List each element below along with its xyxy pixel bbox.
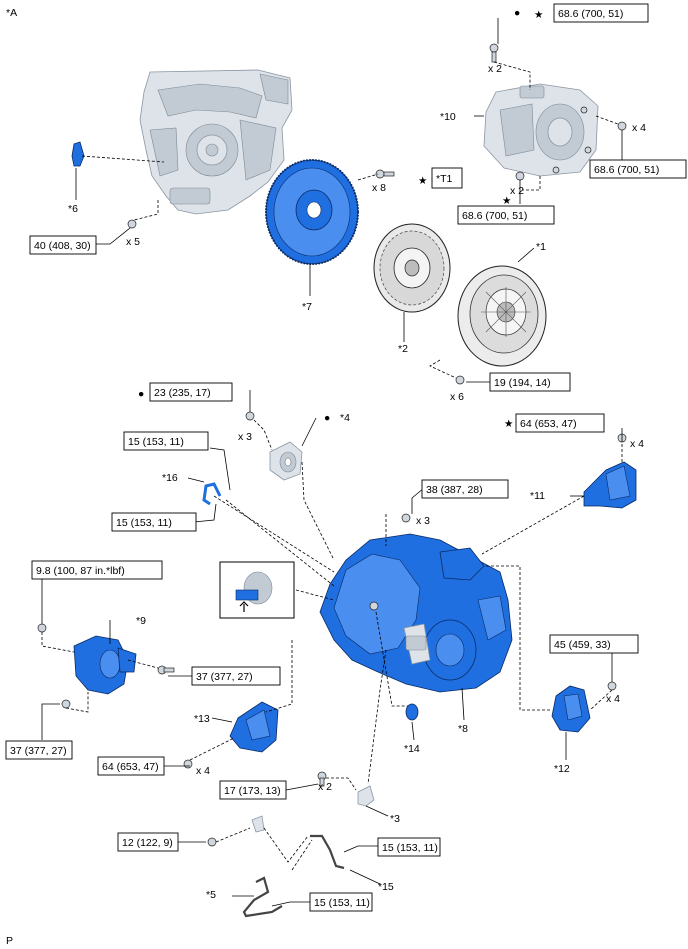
tool-box-label: *T1 xyxy=(436,173,453,185)
torque-label: 15 (153, 11) xyxy=(128,436,184,448)
footer-code: P xyxy=(6,935,13,947)
torque-label: 19 (194, 14) xyxy=(494,377,551,389)
quantity-label: x 4 xyxy=(632,122,646,134)
part-11-bracket xyxy=(583,461,637,509)
callout-label: *4 xyxy=(340,412,350,424)
torque-label: 45 (459, 33) xyxy=(554,639,611,651)
star-symbol: ★ xyxy=(502,195,511,207)
torque-label: 68.6 (700, 51) xyxy=(594,164,659,176)
dot-symbol: ● xyxy=(514,7,520,19)
callout-label: *15 xyxy=(378,881,394,893)
quantity-label: x 4 xyxy=(196,765,210,777)
torque-label: 9.8 (100, 87 in.*lbf) xyxy=(36,565,125,577)
callout-label: *9 xyxy=(136,615,146,627)
torque-label: 64 (653, 47) xyxy=(520,418,577,430)
figure-ref: *A xyxy=(6,7,17,19)
part-6-dowel xyxy=(71,141,85,167)
part-9-cylinder xyxy=(73,635,137,695)
quantity-label: x 4 xyxy=(606,693,620,705)
part-8-transaxle xyxy=(319,533,513,693)
quantity-label: x 6 xyxy=(450,391,464,403)
callout-label: *1 xyxy=(536,241,546,253)
callout-label: *11 xyxy=(530,490,545,502)
callout-label: *12 xyxy=(554,763,570,775)
callout-label: *7 xyxy=(302,301,312,313)
clip xyxy=(251,815,265,833)
torque-label: 37 (377, 27) xyxy=(10,745,67,757)
part-15-pipe xyxy=(310,834,345,870)
torque-label: 37 (377, 27) xyxy=(196,671,253,683)
quantity-label: x 2 xyxy=(488,63,502,75)
torque-label: 17 (173, 13) xyxy=(224,785,281,797)
star-symbol: ★ xyxy=(534,9,543,21)
star-symbol: ★ xyxy=(504,418,513,430)
quantity-label: x 4 xyxy=(630,438,644,450)
callout-labels: *1 *2 *3 *4 *5 *6 *7 *8 *9 *10 *11 *12 *… xyxy=(68,111,570,901)
callout-label: *6 xyxy=(68,203,78,215)
part-12-bracket xyxy=(551,685,591,733)
torque-label: 40 (408, 30) xyxy=(34,240,91,252)
callout-label: *5 xyxy=(206,889,216,901)
symbols: ● ★ ★ ★ ● ● ★ xyxy=(138,7,543,430)
part-5-pipe xyxy=(242,876,283,918)
part-3-bracket xyxy=(357,785,375,807)
torque-label: 15 (153, 11) xyxy=(116,517,172,529)
dot-symbol: ● xyxy=(324,412,330,424)
part-7-flywheel xyxy=(265,159,359,265)
torque-label: 23 (235, 17) xyxy=(154,387,211,399)
callout-label: *14 xyxy=(404,743,420,755)
part-4-bearing xyxy=(269,441,303,481)
torque-label: 68.6 (700, 51) xyxy=(558,8,623,20)
torque-labels: 68.6 (700, 51) 68.6 (700, 51) 68.6 (700,… xyxy=(5,3,687,912)
quantity-label: x 5 xyxy=(126,236,140,248)
callout-label: *13 xyxy=(194,713,210,725)
part-16-tube xyxy=(202,482,222,506)
callout-label: *10 xyxy=(440,111,456,123)
torque-label: 68.6 (700, 51) xyxy=(462,210,527,222)
torque-label: 15 (153, 11) xyxy=(314,897,370,909)
leader-lines xyxy=(41,18,623,907)
torque-label: 64 (653, 47) xyxy=(102,761,159,773)
tool-box xyxy=(431,167,463,189)
callout-label: *8 xyxy=(458,723,468,735)
part-2-clutch-disc xyxy=(373,223,451,313)
dot-symbol: ● xyxy=(138,388,144,400)
callout-label: *2 xyxy=(398,343,408,355)
quantity-label: x 3 xyxy=(238,431,252,443)
callout-label: *16 xyxy=(162,472,178,484)
part-1-clutch-cover xyxy=(457,265,547,367)
star-symbol: ★ xyxy=(418,175,427,187)
quantity-label: x 3 xyxy=(416,515,430,527)
quantity-label: x 2 xyxy=(510,185,524,197)
part-14-plug xyxy=(405,703,419,721)
callout-label: *3 xyxy=(390,813,400,825)
torque-label: 38 (387, 28) xyxy=(426,484,483,496)
quantity-label: x 2 xyxy=(318,781,332,793)
part-10-housing xyxy=(483,83,599,177)
quantity-labels: x 2 x 4 x 2 x 8 x 5 x 6 x 3 x 3 x 4 x 4 … xyxy=(126,63,646,793)
assembly-lines xyxy=(41,61,623,871)
part-13-bracket xyxy=(229,701,279,753)
quantity-label: x 8 xyxy=(372,182,386,194)
inset-detail xyxy=(219,561,295,619)
engine-block xyxy=(139,69,293,215)
torque-label: 15 (153, 11) xyxy=(382,842,438,854)
torque-label: 12 (122, 9) xyxy=(122,837,173,849)
